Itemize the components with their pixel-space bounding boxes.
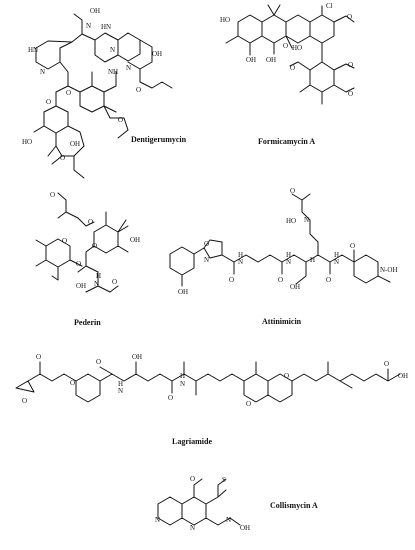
caption-pederin: Pederin <box>74 318 101 327</box>
dentigerumycin-n-left: N <box>40 68 45 76</box>
attinimicin-ho-formyl: HO <box>286 217 296 225</box>
attinimicin-n-oh: N-OH <box>380 266 398 274</box>
collismycin-bonds <box>157 478 241 526</box>
formicamycin-o-aryl-left: O <box>290 64 295 72</box>
pederin-n: N <box>94 280 99 288</box>
dentigerumycin-o-1: O <box>66 89 71 97</box>
formicamycin-ho-mid: HO <box>292 44 302 52</box>
attinimicin-n-2: N <box>286 258 291 266</box>
pederin-oh-low: OH <box>76 282 86 290</box>
formicamycin-o-aryl-bottom: O <box>348 90 353 98</box>
collismycin-n-pyridine2: N <box>190 524 195 532</box>
attinimicin-nh-3: H <box>310 256 315 264</box>
dentigerumycin-o-4: O <box>136 86 141 94</box>
attinimicin-n-4: N <box>334 258 339 266</box>
structure-collismycin-a: O S N N N OH Collismycin A <box>155 475 318 532</box>
dentigerumycin-o-pyran: O <box>60 154 65 162</box>
attinimicin-n-oxazoline: N <box>204 256 209 264</box>
lagriamide-o-pyran: O <box>70 379 75 387</box>
lagriamide-o-amide1: O <box>96 358 101 366</box>
dentigerumycin-nh-mid: NH <box>108 68 118 76</box>
collismycin-oh-oxime: OH <box>240 524 250 532</box>
lagriamide-o-spiro2: O <box>284 372 289 380</box>
lagriamide-n-2: N <box>180 380 185 388</box>
structure-dentigerumycin: OH N HN N N OH HN N O NH O O HO OH O O D… <box>22 7 187 179</box>
formicamycin-cl: Cl <box>326 2 333 10</box>
structure-lagriamide: O O O O H N OH O H N O O O OH Lagriamide <box>15 353 408 446</box>
dentigerumycin-oh-top: OH <box>90 7 100 15</box>
attinimicin-o-2: O <box>278 276 283 284</box>
pederin-oh: OH <box>130 236 140 244</box>
caption-dentigerumycin: Dentigerumycin <box>131 135 187 144</box>
caption-collismycin-a: Collismycin A <box>270 501 318 510</box>
pederin-o-methoxy-2: O <box>112 278 117 286</box>
pederin-o-top: O <box>50 191 55 199</box>
attinimicin-oh-serine: OH <box>290 283 300 291</box>
lagriamide-o-amide2: O <box>168 394 173 402</box>
attinimicin-o-formyl: O <box>290 187 295 195</box>
dentigerumycin-bonds <box>33 13 173 179</box>
dentigerumycin-o-2: O <box>46 98 51 106</box>
attinimicin-bonds <box>169 193 391 287</box>
pederin-o-methoxy: O <box>88 218 93 226</box>
formicamycin-oh-mid: OH <box>266 56 276 64</box>
attinimicin-o-3: O <box>326 276 331 284</box>
structure-attinimicin: O N OH O H N O H N OH O H H N O N-OH O H… <box>169 187 398 326</box>
formicamycin-bonds <box>225 4 355 105</box>
lagriamide-nh-2: H <box>180 372 185 380</box>
pederin-o-ring-left: O <box>62 237 67 245</box>
pederin-bonds <box>35 192 129 293</box>
formicamycin-oh-left: OH <box>246 56 256 64</box>
structure-pederin: O O OH O O O OH H N O Pederin <box>35 191 140 327</box>
caption-lagriamide: Lagriamide <box>172 437 212 446</box>
formicamycin-o-aryl-right: O <box>348 61 353 69</box>
dentigerumycin-ho: HO <box>22 138 32 146</box>
attinimicin-nh-4: H <box>334 251 339 259</box>
lagriamide-bonds <box>15 361 401 403</box>
lagriamide-oh-acid: OH <box>398 372 408 380</box>
caption-attinimicin: Attinimicin <box>262 317 302 326</box>
dentigerumycin-hn-left: HN <box>28 46 38 54</box>
attinimicin-n-1: N <box>238 258 243 266</box>
attinimicin-o-1: O <box>229 276 234 284</box>
collismycin-n-pyridine1: N <box>155 516 160 524</box>
structure-formicamycin-a: HO Cl O OH OH O HO O O O Formicamycin A <box>220 2 355 146</box>
attinimicin-o-lactam: O <box>350 242 355 250</box>
formicamycin-ho: HO <box>220 16 230 24</box>
lagriamide-o-spiro1: O <box>246 400 251 408</box>
lagriamide-oh: OH <box>132 353 142 361</box>
dentigerumycin-oh-low: OH <box>70 140 80 148</box>
collismycin-s: S <box>222 476 226 484</box>
collismycin-n-oxime: N <box>226 516 231 524</box>
lagriamide-nh-1: H <box>118 380 123 388</box>
pederin-o-ketal: O <box>76 260 81 268</box>
lagriamide-n-1: N <box>118 387 123 395</box>
attinimicin-n-formyl: N <box>304 216 309 224</box>
lagriamide-o-keto: O <box>36 353 41 361</box>
pederin-nh: H <box>96 272 101 280</box>
attinimicin-oh-phenol: OH <box>178 288 188 296</box>
lagriamide-o-acid: O <box>384 360 389 368</box>
attinimicin-nh-1: H <box>238 251 243 259</box>
lagriamide-o-epoxide: O <box>22 397 27 405</box>
collismycin-o-methoxy: O <box>190 475 195 483</box>
caption-formicamycin-a: Formicamycin A <box>258 137 315 146</box>
dentigerumycin-hn-ring: HN <box>101 23 111 31</box>
dentigerumycin-n-2: N <box>126 64 131 72</box>
formicamycin-o-keto: O <box>283 42 288 50</box>
attinimicin-o-oxazoline: O <box>204 240 209 248</box>
dentigerumycin-o-3: O <box>118 116 123 124</box>
formicamycin-o-methoxy: O <box>347 13 352 21</box>
pederin-o-ring: O <box>92 242 97 250</box>
attinimicin-nh-2: H <box>286 251 291 259</box>
dentigerumycin-n-ring: N <box>110 46 115 54</box>
dentigerumycin-n-label: N <box>86 22 91 30</box>
dentigerumycin-oh-right: OH <box>152 50 162 58</box>
